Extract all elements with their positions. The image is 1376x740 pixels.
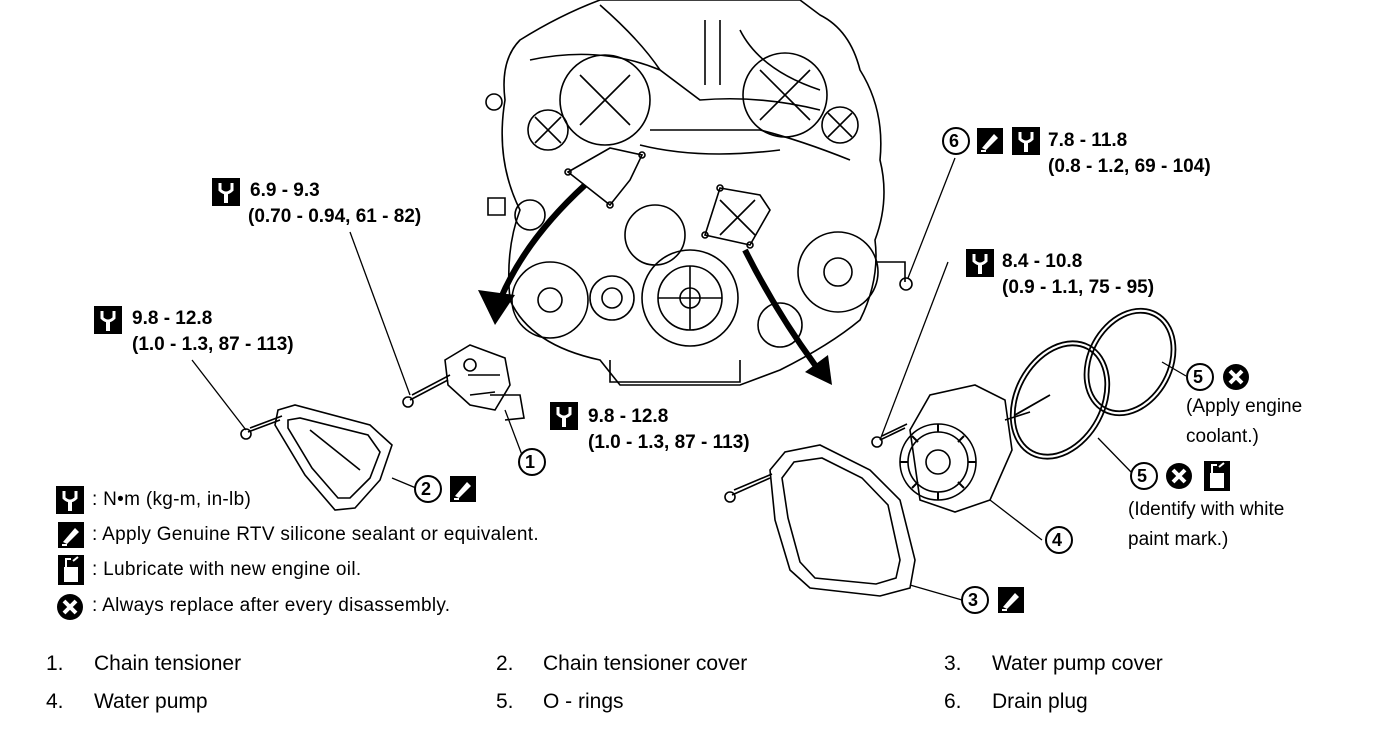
callout-1: 1 bbox=[525, 452, 536, 472]
water-pump-cover bbox=[769, 444, 916, 597]
torque-wrench-icon bbox=[548, 400, 580, 432]
pump-cover-bolt bbox=[724, 473, 773, 503]
oil-can-icon bbox=[1203, 460, 1231, 492]
part-name: Chain tensioner cover bbox=[543, 652, 748, 675]
water-pump bbox=[899, 384, 1031, 513]
torque-wrench-icon bbox=[92, 304, 124, 336]
torque-wrench-icon bbox=[1010, 125, 1042, 157]
legend-lubricate: : Lubricate with new engine oil. bbox=[92, 559, 362, 580]
legend-sealant: : Apply Genuine RTV silicone sealant or … bbox=[92, 524, 539, 545]
part-number: 3. bbox=[944, 652, 962, 675]
callout-circles bbox=[414, 127, 1214, 614]
note-line: coolant.) bbox=[1186, 426, 1259, 447]
oil-can-icon bbox=[57, 554, 85, 586]
torque-value: 6.9 - 9.3 bbox=[250, 180, 320, 201]
removal-arrows bbox=[478, 182, 832, 385]
replace-x-icon bbox=[55, 592, 85, 622]
note-line: paint mark.) bbox=[1128, 529, 1229, 550]
torque-wrench-icon bbox=[54, 484, 86, 516]
torque-alt-units: (0.9 - 1.1, 75 - 95) bbox=[1002, 277, 1155, 298]
torque-value: 8.4 - 10.8 bbox=[1002, 251, 1083, 272]
note-line: (Apply engine bbox=[1186, 396, 1303, 417]
torque-label-tensioner-bolt: 6.9 - 9.3 (0.70 - 0.94, 61 - 82) bbox=[248, 178, 421, 230]
sealant-icon bbox=[57, 521, 85, 549]
torque-wrench-icon bbox=[964, 247, 996, 279]
torque-value: 9.8 - 12.8 bbox=[132, 308, 213, 329]
engine-block bbox=[485, 0, 913, 386]
part-number: 1. bbox=[46, 652, 64, 675]
part-number: 5. bbox=[496, 690, 514, 713]
torque-value: 7.8 - 11.8 bbox=[1048, 130, 1128, 151]
torque-label-pump-bolt: 8.4 - 10.8 (0.9 - 1.1, 75 - 95) bbox=[1002, 249, 1154, 301]
sealant-icon bbox=[976, 127, 1004, 155]
part-number: 2. bbox=[496, 652, 514, 675]
torque-alt-units: (1.0 - 1.3, 87 - 113) bbox=[588, 432, 750, 453]
tensioner-bolt bbox=[402, 374, 451, 408]
part-name: Drain plug bbox=[992, 690, 1088, 713]
chain-tensioner bbox=[444, 344, 525, 421]
part-number: 6. bbox=[944, 690, 962, 713]
chain-tensioner-cover bbox=[274, 404, 393, 511]
callout-6: 6 bbox=[949, 131, 960, 151]
replace-x-icon bbox=[1164, 461, 1194, 491]
torque-alt-units: (0.8 - 1.2, 69 - 104) bbox=[1048, 156, 1211, 177]
replace-x-icon bbox=[1221, 362, 1251, 392]
o-rings bbox=[1009, 307, 1177, 460]
pump-bolt bbox=[871, 423, 908, 448]
callout-5b: 5 bbox=[1137, 466, 1148, 486]
part-name: Water pump bbox=[94, 690, 208, 713]
torque-label-pump-cover-bolt: 9.8 - 12.8 (1.0 - 1.3, 87 - 113) bbox=[588, 404, 750, 456]
note-identify-paint: (Identify with white paint mark.) bbox=[1128, 495, 1284, 555]
leader-lines bbox=[191, 157, 1187, 601]
callout-4: 4 bbox=[1052, 530, 1063, 550]
part-name: O - rings bbox=[543, 690, 624, 713]
legend-replace: : Always replace after every disassembly… bbox=[92, 595, 451, 616]
callout-2: 2 bbox=[421, 479, 432, 499]
part-number: 4. bbox=[46, 690, 64, 713]
torque-alt-units: (1.0 - 1.3, 87 - 113) bbox=[132, 334, 294, 355]
torque-label-cover-bolt: 9.8 - 12.8 (1.0 - 1.3, 87 - 113) bbox=[132, 306, 294, 358]
callout-3: 3 bbox=[968, 590, 979, 610]
torque-label-drain-plug: 7.8 - 11.8 (0.8 - 1.2, 69 - 104) bbox=[1048, 128, 1211, 180]
sealant-icon bbox=[997, 586, 1025, 614]
torque-value: 9.8 - 12.8 bbox=[588, 406, 669, 427]
part-name: Water pump cover bbox=[992, 652, 1163, 675]
torque-wrench-icon bbox=[210, 176, 242, 208]
callout-5a: 5 bbox=[1193, 367, 1204, 387]
note-apply-coolant: (Apply engine coolant.) bbox=[1186, 392, 1302, 452]
legend-torque: : N•m (kg-m, in-lb) bbox=[92, 489, 252, 510]
part-name: Chain tensioner bbox=[94, 652, 242, 675]
torque-alt-units: (0.70 - 0.94, 61 - 82) bbox=[248, 206, 422, 227]
note-line: (Identify with white bbox=[1128, 499, 1285, 520]
sealant-icon bbox=[449, 475, 477, 503]
